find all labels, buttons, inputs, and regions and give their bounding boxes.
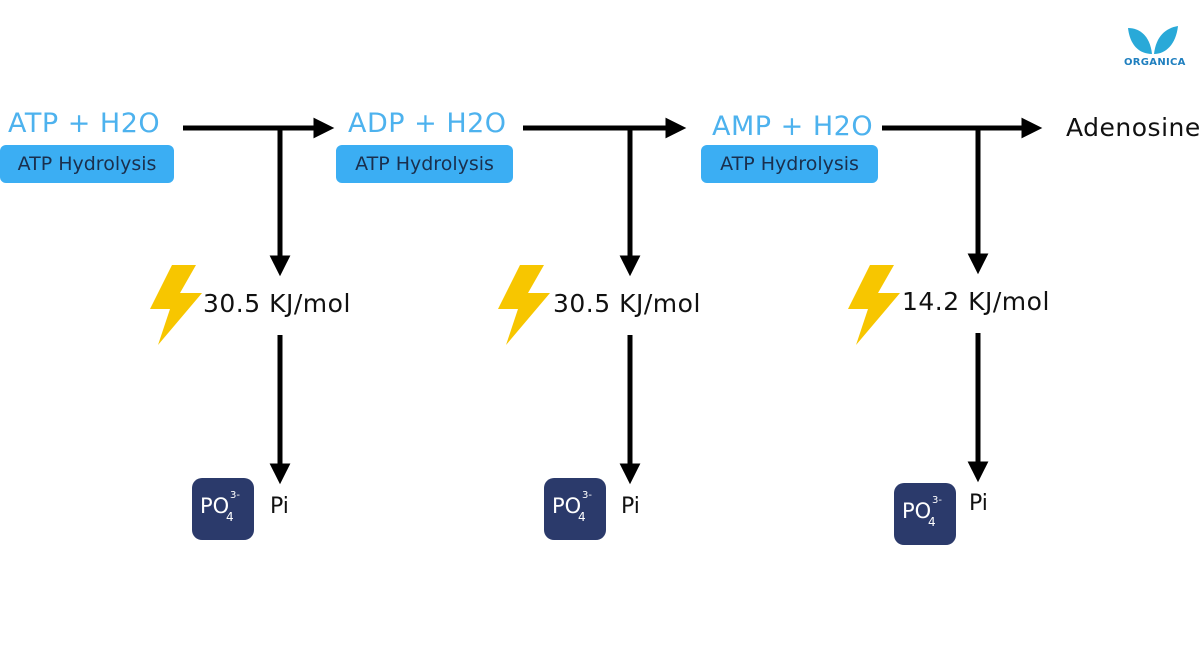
- lightning-bolt-icon: [848, 265, 900, 345]
- byproduct-label: Pi: [621, 494, 640, 519]
- final-product-label: Adenosine: [1066, 113, 1200, 142]
- lightning-bolt-icon: [498, 265, 550, 345]
- phosphate-charge: 3-: [932, 495, 942, 506]
- reactant-label: ADP + H2O: [348, 108, 507, 139]
- byproduct-label: Pi: [270, 494, 289, 519]
- phosphate-subscript: 4: [578, 510, 586, 524]
- phosphate-icon: PO 4 3-: [894, 483, 956, 545]
- phosphate-charge: 3-: [230, 490, 240, 501]
- reactant-label: AMP + H2O: [712, 111, 874, 142]
- phosphate-formula: PO: [200, 494, 230, 518]
- process-badge: ATP Hydrolysis: [701, 145, 878, 183]
- energy-value: 30.5 KJ/mol: [203, 289, 351, 318]
- phosphate-subscript: 4: [226, 510, 234, 524]
- byproduct-label: Pi: [969, 491, 988, 516]
- phosphate-charge: 3-: [582, 490, 592, 501]
- logo-text: ORGANICA: [1124, 57, 1186, 68]
- energy-value: 30.5 KJ/mol: [553, 289, 701, 318]
- leaf-logo-icon: [1128, 26, 1178, 54]
- phosphate-icon: PO 4 3-: [192, 478, 254, 540]
- reactant-label: ATP + H2O: [8, 108, 161, 139]
- process-badge: ATP Hydrolysis: [0, 145, 174, 183]
- process-badge: ATP Hydrolysis: [336, 145, 513, 183]
- phosphate-formula: PO: [552, 494, 582, 518]
- lightning-bolt-icon: [150, 265, 202, 345]
- energy-value: 14.2 KJ/mol: [902, 287, 1050, 316]
- phosphate-icon: PO 4 3-: [544, 478, 606, 540]
- phosphate-formula: PO: [902, 499, 932, 523]
- phosphate-subscript: 4: [928, 515, 936, 529]
